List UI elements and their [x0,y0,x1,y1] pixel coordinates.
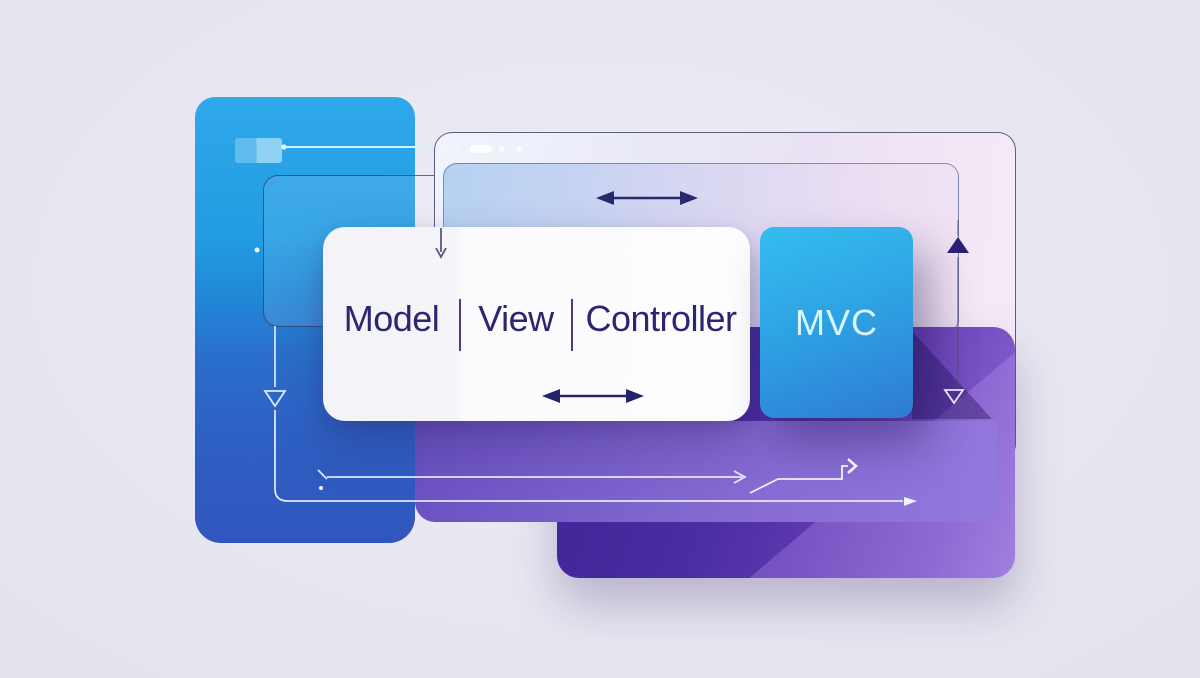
window-control-dot-icon [499,146,505,152]
controller-zone: Controller [572,284,750,354]
window-control-dot-icon [516,146,522,152]
controller-label: Controller [585,298,737,339]
window-controls-icon [470,145,492,153]
window-control-dot-icon [454,146,459,151]
view-zone: View [460,284,572,354]
model-label: Model [343,298,440,339]
model-zone: Model [323,284,460,354]
mvc-pattern-card [323,227,750,421]
mvc-badge-card: MVC [760,227,913,418]
mvc-badge-label: MVC [795,301,878,343]
card-divider [571,299,573,351]
card-divider [459,299,461,351]
blue-chip [235,138,282,163]
view-label: View [478,298,554,339]
purple-band [415,421,997,522]
